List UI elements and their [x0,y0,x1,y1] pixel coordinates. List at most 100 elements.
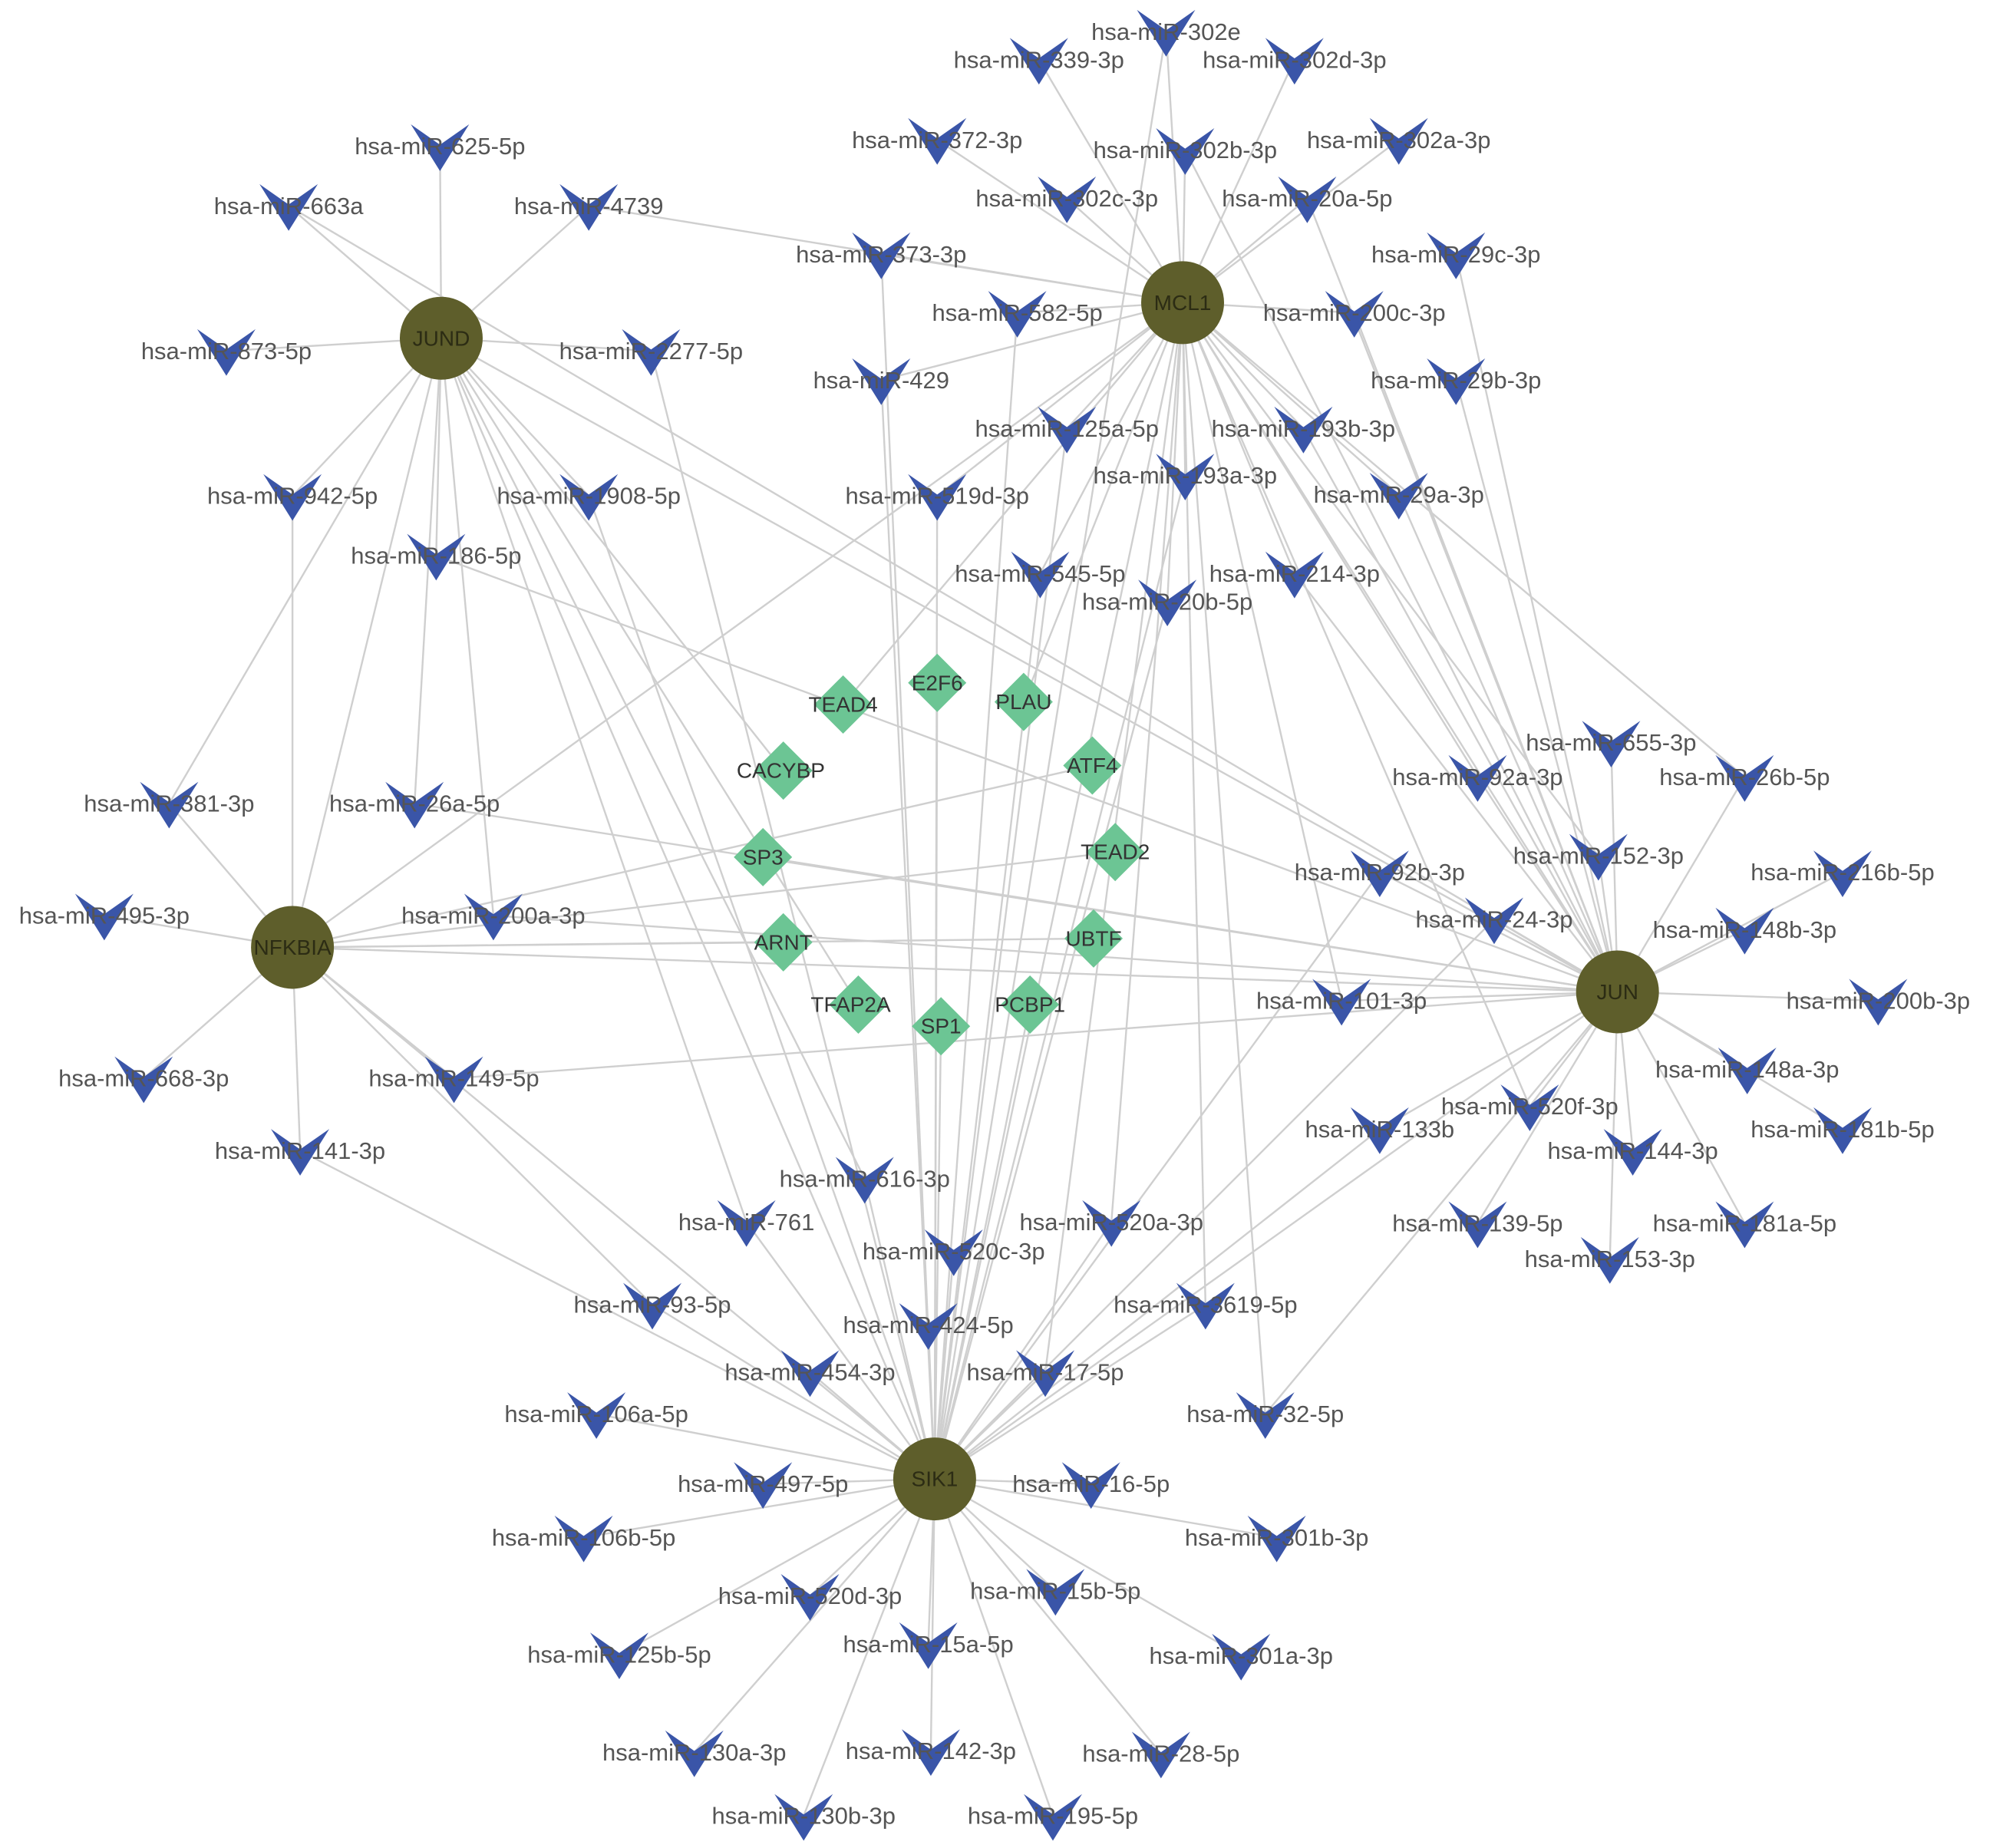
mirna-node[interactable]: hsa-miR-144-3p [1547,1129,1718,1176]
mirna-node[interactable]: hsa-miR-152-3p [1513,833,1684,881]
mirna-node[interactable]: hsa-miR-29b-3p [1371,358,1541,405]
mirna-node[interactable]: hsa-miR-216b-5p [1750,850,1935,898]
mirna-label: hsa-miR-186-5p [351,543,521,569]
edge-tf-4 [933,682,939,1480]
mirna-node[interactable]: hsa-miR-200c-3p [1263,291,1446,338]
mirna-node[interactable]: hsa-miR-301a-3p [1149,1633,1333,1681]
mirna-node[interactable]: hsa-miR-520d-3p [718,1574,902,1621]
tf-node[interactable]: SP3 [734,827,793,886]
mirna-node[interactable]: hsa-miR-520f-3p [1441,1084,1618,1131]
mirna-node[interactable]: hsa-miR-616-3p [780,1157,950,1204]
mirna-node[interactable]: hsa-miR-200b-3p [1787,978,1971,1026]
mirna-node[interactable]: hsa-miR-372-3p [852,117,1022,165]
mirna-node[interactable]: hsa-miR-520c-3p [863,1229,1045,1276]
tf-node[interactable]: TFAP2A [810,975,891,1035]
mirna-node[interactable]: hsa-miR-106a-5p [504,1392,688,1439]
mirna-node[interactable]: hsa-miR-125a-5p [975,406,1159,454]
mirna-node[interactable]: hsa-miR-545-5p [955,551,1126,599]
mirna-node[interactable]: hsa-miR-15a-5p [843,1622,1014,1669]
mirna-node[interactable]: hsa-miR-302d-3p [1203,38,1387,85]
hub-node[interactable]: MCL1 [1141,261,1225,345]
mirna-node[interactable]: hsa-miR-92b-3p [1295,850,1465,898]
mirna-node[interactable]: hsa-miR-873-5p [141,328,312,376]
mirna-label: hsa-miR-497-5p [678,1470,848,1497]
tf-node[interactable]: UBTF [1064,909,1124,968]
mirna-node[interactable]: hsa-miR-93-5p [574,1282,731,1330]
mirna-node[interactable]: hsa-miR-942-5p [207,474,378,521]
mirna-node[interactable]: hsa-miR-148b-3p [1653,907,1837,955]
mirna-node[interactable]: hsa-miR-193a-3p [1094,454,1278,501]
mirna-node[interactable]: hsa-miR-106b-5p [492,1515,676,1563]
mirna-node[interactable]: hsa-miR-142-3p [846,1729,1016,1776]
mirna-node[interactable]: hsa-miR-181a-5p [1653,1201,1837,1249]
tf-node[interactable]: PLAU [994,672,1053,731]
mirna-node[interactable]: hsa-miR-181b-5p [1750,1107,1935,1154]
mirna-node[interactable]: hsa-miR-495-3p [19,893,190,941]
mirna-node[interactable]: hsa-miR-429 [813,358,949,405]
mirna-node[interactable]: hsa-miR-302a-3p [1307,117,1491,165]
hub-node[interactable]: SIK1 [893,1437,976,1521]
hub-node[interactable]: JUND [399,296,483,380]
mirna-node[interactable]: hsa-miR-454-3p [724,1350,896,1398]
mirna-node[interactable]: hsa-miR-130b-3p [711,1794,896,1841]
mirna-node[interactable]: hsa-miR-663a [214,183,364,231]
mirna-node[interactable]: hsa-miR-195-5p [968,1794,1138,1841]
mirna-node[interactable]: hsa-miR-26b-5p [1659,754,1830,802]
mirna-node[interactable]: hsa-miR-373-3p [796,232,966,279]
mirna-node[interactable]: hsa-miR-625-5p [355,124,525,171]
mirna-node[interactable]: hsa-miR-24-3p [1415,897,1572,945]
mirna-node[interactable]: hsa-miR-16-5p [1012,1462,1170,1510]
mirna-node[interactable]: hsa-miR-92a-3p [1392,754,1563,802]
mirna-node[interactable]: hsa-miR-301b-3p [1185,1515,1369,1563]
mirna-node[interactable]: hsa-miR-26a-5p [329,781,500,829]
mirna-node[interactable]: hsa-miR-3619-5p [1114,1282,1298,1330]
mirna-node[interactable]: hsa-miR-139-5p [1392,1201,1563,1249]
mirna-node[interactable]: hsa-miR-302c-3p [975,176,1158,223]
tf-node[interactable]: E2F6 [908,653,967,712]
mirna-node[interactable]: hsa-miR-130a-3p [602,1730,787,1777]
mirna-node[interactable]: hsa-miR-28-5p [1082,1731,1239,1779]
mirna-node[interactable]: hsa-miR-424-5p [843,1303,1014,1350]
mirna-node[interactable]: hsa-miR-101-3p [1256,978,1427,1026]
mirna-node[interactable]: hsa-miR-29a-3p [1314,473,1484,520]
mirna-node[interactable]: hsa-miR-17-5p [967,1350,1124,1398]
mirna-node[interactable]: hsa-miR-186-5p [351,533,521,581]
mirna-node[interactable]: hsa-miR-20a-5p [1222,176,1393,223]
mirna-node[interactable]: hsa-miR-497-5p [678,1462,848,1510]
tf-node[interactable]: TEAD2 [1081,823,1150,882]
mirna-node[interactable]: hsa-miR-193b-3p [1212,406,1396,454]
mirna-node[interactable]: hsa-miR-15b-5p [970,1569,1140,1616]
mirna-node[interactable]: hsa-miR-339-3p [954,38,1124,85]
mirna-node[interactable]: hsa-miR-125b-5p [527,1632,711,1680]
tf-node[interactable]: ARNT [754,912,813,972]
mirna-node[interactable]: hsa-miR-29c-3p [1371,232,1541,279]
mirna-node[interactable]: hsa-miR-200a-3p [401,893,586,941]
mirna-node[interactable]: hsa-miR-582-5p [932,291,1103,338]
mirna-node[interactable]: hsa-miR-214-3p [1209,551,1380,599]
mirna-node[interactable]: hsa-miR-520a-3p [1019,1200,1203,1247]
hub-node[interactable]: JUN [1576,950,1659,1034]
mirna-node[interactable]: hsa-miR-4739 [514,183,664,231]
mirna-node[interactable]: hsa-miR-302e [1091,9,1241,57]
mirna-node[interactable]: hsa-miR-2277-5p [559,328,744,376]
mirna-node[interactable]: hsa-miR-668-3p [58,1056,229,1104]
hub-node[interactable]: NFKBIA [251,906,335,989]
tf-node[interactable]: ATF4 [1063,736,1122,795]
mirna-node[interactable]: hsa-miR-148a-3p [1655,1048,1840,1094]
tf-node[interactable]: SP1 [912,997,971,1056]
mirna-node[interactable]: hsa-miR-381-3p [84,781,255,829]
tf-node[interactable]: CACYBP [737,741,825,800]
tf-node[interactable]: TEAD4 [808,675,878,734]
mirna-node[interactable]: hsa-miR-20b-5p [1082,579,1252,627]
mirna-node[interactable]: hsa-miR-761 [678,1200,814,1247]
mirna-node[interactable]: hsa-miR-655-3p [1526,721,1697,767]
mirna-node[interactable]: hsa-miR-133b [1305,1107,1454,1154]
mirna-node[interactable]: hsa-miR-32-5p [1186,1392,1344,1439]
mirna-node[interactable]: hsa-miR-302b-3p [1094,128,1278,175]
mirna-node[interactable]: hsa-miR-1908-5p [497,474,681,521]
mirna-node[interactable]: hsa-miR-141-3p [215,1129,385,1176]
tf-node[interactable]: PCBP1 [995,975,1065,1035]
mirna-node[interactable]: hsa-miR-149-5p [368,1056,539,1104]
mirna-node[interactable]: hsa-miR-153-3p [1525,1236,1695,1284]
mirna-node[interactable]: hsa-miR-519d-3p [845,474,1029,521]
